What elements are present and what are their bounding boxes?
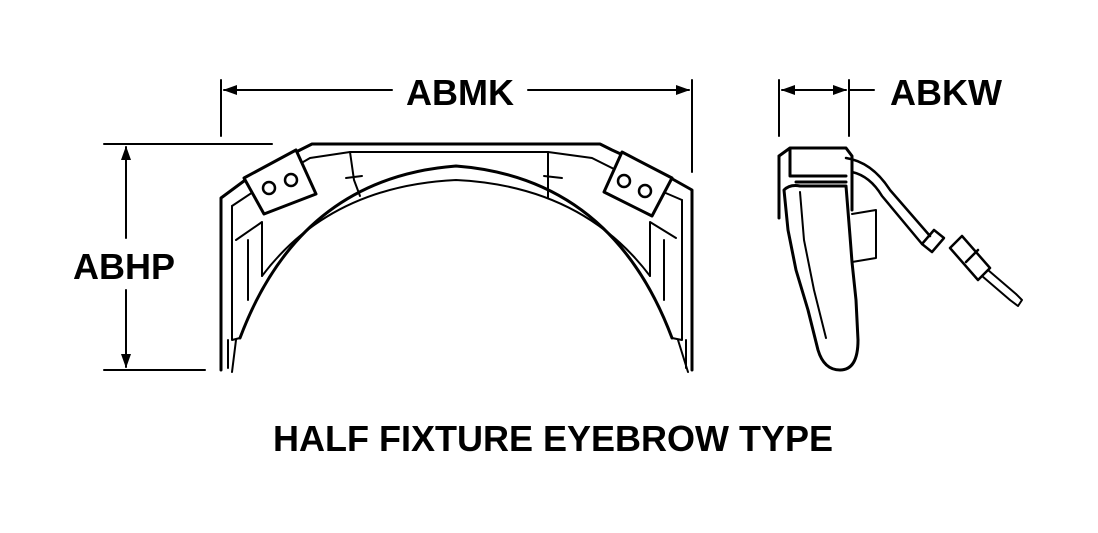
- abkw-label: ABKW: [890, 72, 1002, 113]
- side-top-bracket: [777, 146, 854, 220]
- arch-right-leg: [671, 199, 689, 373]
- abhp-label: ABHP: [73, 246, 175, 287]
- arch-inner-curve-rim: [261, 179, 651, 277]
- side-body-ridge: [799, 191, 827, 339]
- left-mounting-tab: [242, 148, 318, 216]
- arch-left-rib: [235, 221, 263, 301]
- arch-outer-outline: [219, 142, 694, 372]
- arch-left-leg: [227, 205, 241, 373]
- arch-right-boss: [543, 151, 563, 199]
- side-fin: [851, 209, 877, 263]
- cable-collar: [920, 228, 946, 254]
- abmk-label: ABMK: [406, 72, 514, 113]
- side-view-fixture: [777, 146, 1023, 372]
- right-tab-hole-1: [616, 173, 632, 189]
- left-tab-hole-1: [261, 180, 277, 196]
- right-tab-hole-2: [637, 183, 653, 199]
- dimension-abhp: ABHP: [73, 143, 273, 371]
- cable-upper: [844, 156, 932, 246]
- cable-connector: [948, 234, 992, 282]
- side-body: [782, 184, 860, 372]
- arch-left-boss: [345, 151, 363, 197]
- left-tab-hole-2: [283, 172, 299, 188]
- front-view-fixture: [219, 142, 694, 373]
- drawing-caption: HALF FIXTURE EYEBROW TYPE: [273, 418, 833, 459]
- arch-right-rib: [649, 221, 677, 301]
- arch-inner-curve: [238, 164, 674, 340]
- dimension-abkw: ABKW: [778, 72, 1002, 137]
- right-mounting-tab: [602, 150, 674, 218]
- dimension-abmk: ABMK: [220, 72, 693, 173]
- cable-wire-end: [981, 269, 1023, 307]
